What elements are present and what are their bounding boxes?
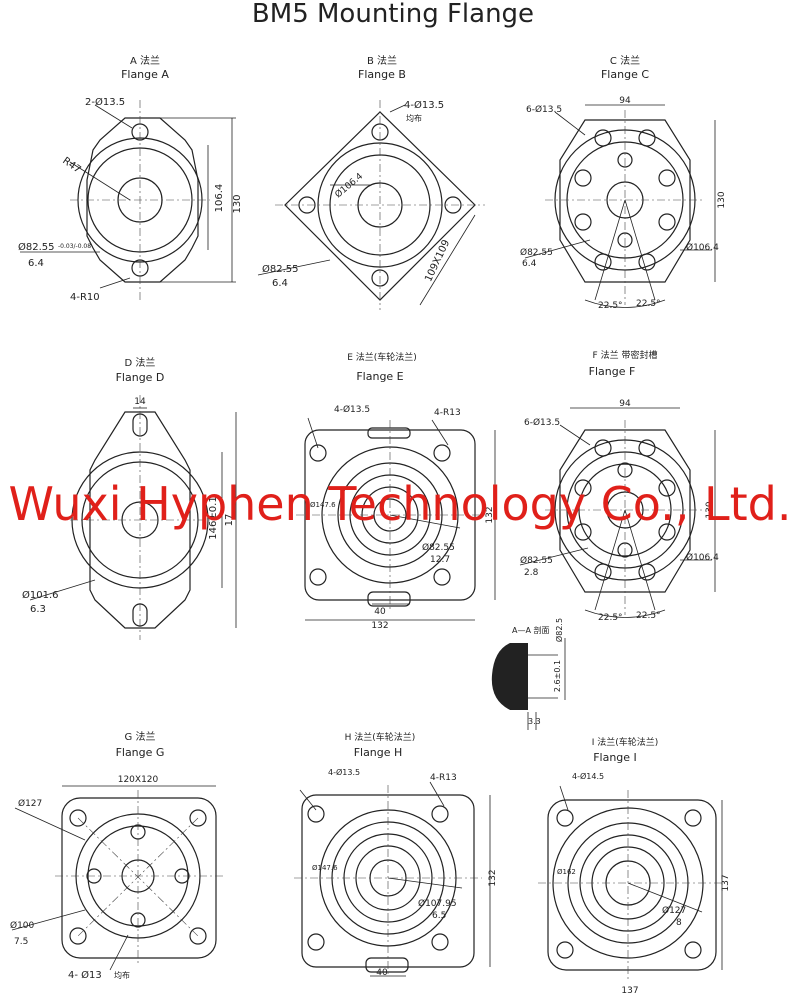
flange-a-height: 130 bbox=[232, 194, 243, 213]
flange-a-label: Flange A bbox=[121, 68, 169, 81]
flange-h-pilot: Ø107.95 bbox=[418, 898, 457, 909]
flange-f-label: Flange F bbox=[589, 365, 636, 378]
flange-d-cn-label: D 法兰 bbox=[125, 356, 156, 369]
flange-g-size: 120X120 bbox=[118, 775, 159, 785]
flange-g-pilot: Ø100 bbox=[10, 920, 35, 931]
flange-f-pilot: Ø82.55 bbox=[520, 555, 553, 566]
flange-d-pilot: Ø101.6 bbox=[22, 589, 59, 601]
flange-a-cn-label: A 法兰 bbox=[130, 54, 160, 67]
flange-e-height: 132 bbox=[485, 506, 495, 523]
flange-i-width: 137 bbox=[621, 986, 638, 996]
section-aa-title: A—A 剖面 bbox=[512, 625, 550, 635]
flange-c-depth: 6.4 bbox=[522, 259, 537, 269]
flange-f-depth: 2.8 bbox=[524, 568, 539, 578]
flange-a-depth: 6.4 bbox=[28, 258, 44, 269]
flange-c-height: 130 bbox=[717, 191, 727, 208]
flange-h-cn-label: H 法兰(车轮法兰) bbox=[345, 731, 416, 743]
flange-h-label: Flange H bbox=[354, 746, 403, 759]
flange-c-cn-label: C 法兰 bbox=[610, 54, 640, 67]
flange-e-slot: 40 bbox=[374, 607, 386, 617]
flange-h-slot: 40 bbox=[376, 968, 388, 978]
flange-a: A 法兰 Flange A 2-Ø13.5 R47 106.4 130 Ø82.… bbox=[18, 54, 243, 303]
flange-b: B 法兰 Flange B 4-Ø13.5 均布 Ø106.4 Ø82.55 6… bbox=[257, 54, 485, 310]
flange-b-depth: 6.4 bbox=[272, 278, 288, 289]
flange-g-depth: 7.5 bbox=[14, 937, 28, 947]
flange-f-cn-label: F 法兰 带密封槽 bbox=[593, 349, 658, 361]
flange-a-pilot-tol: -0.03/-0.08 bbox=[58, 243, 91, 250]
flange-g-dia: Ø127 bbox=[18, 798, 42, 809]
flange-e-dia: Ø147.6 bbox=[310, 501, 336, 509]
watermark: Wuxi Hyphen Technology Co., Ltd. bbox=[9, 477, 792, 531]
flange-a-holes: 2-Ø13.5 bbox=[85, 96, 125, 108]
flange-d-depth: 6.3 bbox=[30, 604, 46, 615]
flange-c-pilot: Ø82.55 bbox=[520, 247, 553, 258]
flange-i: I 法兰(车轮法兰) Flange I 4-Ø14.5 Ø162 Ø127 8 … bbox=[538, 736, 731, 996]
flange-b-holes-note: 均布 bbox=[406, 113, 422, 123]
flange-i-depth: 8 bbox=[676, 918, 682, 928]
flange-e-label: Flange E bbox=[356, 370, 403, 383]
flange-a-dia: 106.4 bbox=[214, 184, 225, 213]
flange-e-pilot: Ø82.55 bbox=[422, 542, 455, 553]
flange-g: G 法兰 Flange G 120X120 Ø127 Ø100 7.5 4- Ø… bbox=[10, 730, 225, 981]
flange-g-holes-note: 均布 bbox=[114, 970, 130, 980]
flange-e: E 法兰(车轮法兰) Flange E 4-Ø13.5 4-R13 Ø147.6… bbox=[296, 351, 496, 631]
flange-i-pilot: Ø127 bbox=[662, 905, 686, 916]
flange-f-angle-left: 22.5° bbox=[598, 613, 623, 623]
flange-e-width: 132 bbox=[371, 621, 388, 631]
flange-d-height: 17 bbox=[224, 514, 235, 527]
flange-i-dia: Ø162 bbox=[557, 868, 576, 876]
flange-h-dia: Ø147.6 bbox=[312, 864, 338, 872]
flange-c-dia: Ø106.4 bbox=[686, 242, 719, 253]
flange-c: C 法兰 Flange C 94 6-Ø13.5 130 Ø82.55 6.4 … bbox=[520, 54, 727, 311]
flange-b-holes: 4-Ø13.5 bbox=[404, 99, 444, 111]
flange-f: F 法兰 带密封槽 Flange F 94 6-Ø13.5 130 Ø82.55… bbox=[519, 349, 719, 623]
section-aa-dia: Ø82.5 bbox=[554, 618, 564, 642]
flange-b-pilot: Ø82.55 bbox=[262, 263, 299, 275]
flange-e-depth: 12.7 bbox=[430, 555, 450, 565]
flange-h-depth: 6.5 bbox=[432, 911, 446, 921]
flange-h-corner: 4-R13 bbox=[430, 773, 457, 783]
flange-i-holes: 4-Ø14.5 bbox=[572, 771, 604, 781]
flange-b-label: Flange B bbox=[358, 68, 406, 81]
flange-d: D 法兰 Flange D 14 146±0.1 17 Ø101.6 6.3 bbox=[22, 356, 237, 640]
flange-b-cn-label: B 法兰 bbox=[367, 54, 397, 67]
flange-g-cn-label: G 法兰 bbox=[125, 730, 156, 743]
flange-a-radius: R47 bbox=[60, 155, 82, 175]
flange-a-pilot: Ø82.55 bbox=[18, 241, 55, 253]
flange-g-label: Flange G bbox=[116, 746, 165, 759]
flange-a-corner: 4-R10 bbox=[70, 292, 100, 303]
section-aa-width: 3.3 bbox=[528, 717, 541, 726]
flange-f-width: 94 bbox=[619, 399, 631, 409]
flange-e-corner: 4-R13 bbox=[434, 408, 461, 418]
flange-h-holes: 4-Ø13.5 bbox=[328, 767, 360, 777]
flange-f-height: 130 bbox=[705, 501, 715, 518]
flange-f-angle-right: 22.5° bbox=[636, 611, 661, 621]
flange-d-dia: 146±0.1 bbox=[208, 496, 219, 539]
flange-c-angle-left: 22.5° bbox=[598, 301, 623, 311]
flange-f-holes: 6-Ø13.5 bbox=[524, 417, 560, 428]
flange-d-label: Flange D bbox=[116, 371, 165, 384]
section-aa-groove: 2.6±0.1 bbox=[553, 660, 562, 692]
flange-i-label: Flange I bbox=[593, 751, 637, 764]
flange-i-cn-label: I 法兰(车轮法兰) bbox=[592, 736, 659, 748]
flange-e-cn-label: E 法兰(车轮法兰) bbox=[347, 351, 417, 363]
flange-h: H 法兰(车轮法兰) Flange H 4-Ø13.5 4-R13 Ø147.6… bbox=[294, 731, 498, 978]
flange-i-height: 137 bbox=[721, 874, 731, 891]
flange-h-height: 132 bbox=[488, 869, 498, 886]
flange-g-holes: 4- Ø13 bbox=[68, 969, 102, 981]
flange-c-angle-right: 22.5° bbox=[636, 299, 661, 309]
flange-d-slot: 14 bbox=[134, 397, 146, 407]
page-title: BM5 Mounting Flange bbox=[252, 0, 534, 29]
flange-c-width: 94 bbox=[619, 96, 631, 106]
flange-c-label: Flange C bbox=[601, 68, 649, 81]
section-aa: A—A 剖面 Ø82.5 2.6±0.1 3.3 bbox=[491, 618, 566, 730]
flange-e-holes: 4-Ø13.5 bbox=[334, 404, 370, 415]
flange-c-holes: 6-Ø13.5 bbox=[526, 104, 562, 115]
flange-f-dia: Ø106.4 bbox=[686, 552, 719, 563]
